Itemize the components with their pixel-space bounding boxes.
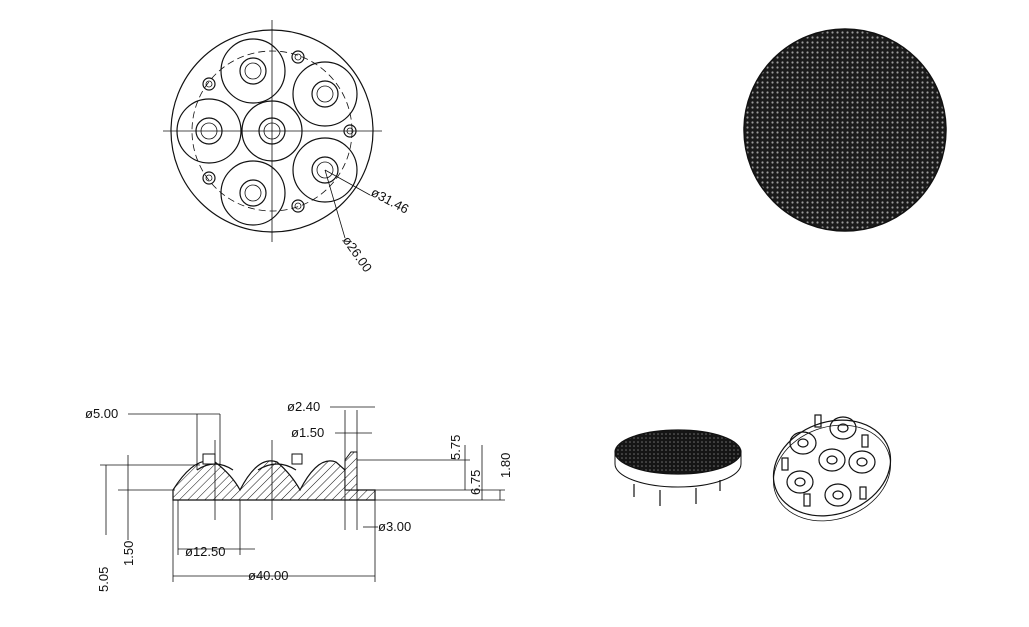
pin-right	[344, 451, 358, 491]
lens-center	[241, 100, 303, 162]
dim-pin-a-diameter: ø2.40	[287, 399, 320, 414]
pin-left	[202, 453, 216, 465]
iso-diffuser-view	[614, 429, 742, 506]
outer-body-circle	[170, 29, 374, 233]
dim-pin-b-diameter: ø1.50	[291, 425, 324, 440]
iso-lens-body	[772, 419, 892, 517]
dim-inner-diameter: ø26.00	[340, 233, 376, 275]
lens-top-right	[292, 61, 358, 127]
pitch-circle	[191, 50, 353, 212]
top-view: ø31.46 ø26.00	[163, 20, 411, 275]
leader-inner	[324, 169, 346, 239]
dim-1-50: 1.50	[121, 541, 136, 566]
iso-lens-view	[772, 414, 892, 522]
lens-top	[220, 38, 286, 104]
diffuser-mesh-disc	[743, 28, 947, 232]
dim-1-80: 1.80	[498, 453, 513, 478]
dim-5-75: 5.75	[448, 435, 463, 460]
dim-6-75: 6.75	[468, 470, 483, 495]
dim-3-00: ø3.00	[378, 519, 411, 534]
lens-bottom-right	[292, 137, 358, 203]
dim-outer-diameter: ø31.46	[369, 184, 412, 216]
leader-outer	[324, 169, 371, 196]
dim-5-05: 5.05	[96, 567, 111, 592]
pin-holes	[202, 50, 357, 213]
dim-pin-top-diameter: ø5.00	[85, 406, 118, 421]
lens-left	[176, 98, 242, 164]
pin-middle	[291, 453, 303, 465]
iso-diffuser-top	[614, 429, 742, 475]
dim-total-diameter: ø40.00	[248, 568, 288, 583]
lens-bottom	[220, 160, 286, 226]
dim-lens-diameter: ø12.50	[185, 544, 225, 559]
section-view: ø5.00 ø2.40 ø1.50 5.75 6.75 1.80 5.05 1.…	[85, 399, 513, 592]
diffuser-disc-view	[743, 28, 947, 232]
